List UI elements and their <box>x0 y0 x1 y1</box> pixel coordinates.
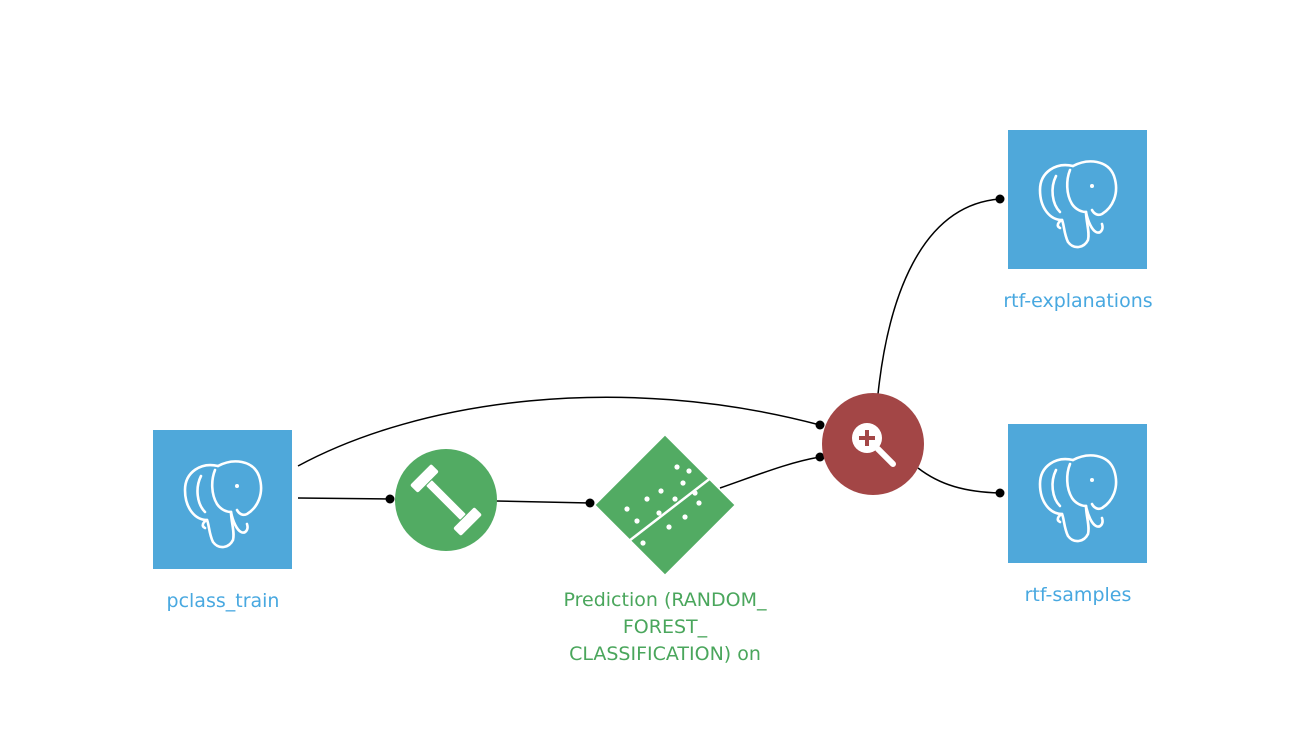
dataset-node-rtf-samples[interactable] <box>1008 424 1147 563</box>
zoom-in-icon <box>852 423 896 467</box>
dataset-label-rtf-samples: rtf-samples <box>1024 584 1132 606</box>
endpoint-dot <box>385 494 395 504</box>
edge-pclass-train-to-explain <box>297 396 821 467</box>
model-diamond <box>595 435 735 575</box>
edge-explain-to-rtf-samples <box>917 467 1001 494</box>
dumbbell-icon <box>410 464 482 536</box>
model-label-prediction: Prediction (RANDOM_ FOREST_ CLASSIFICATI… <box>515 587 815 668</box>
edge-pclass-train-to-train-recipe <box>297 497 391 500</box>
edge-endpoints <box>385 194 1005 508</box>
prediction-model-node[interactable] <box>595 435 735 575</box>
model-label-line: FOREST_ <box>622 616 708 638</box>
model-label-line: CLASSIFICATION) on <box>569 643 761 665</box>
explain-recipe-node[interactable] <box>822 393 924 495</box>
edge-prediction-to-explain <box>719 456 821 489</box>
dataset-node-pclass-train[interactable] <box>153 430 292 569</box>
dataset-label-rtf-explanations: rtf-explanations <box>1003 290 1153 312</box>
flow-edges <box>297 198 1001 504</box>
edge-train-recipe-to-prediction <box>495 500 591 504</box>
dataset-label-pclass-train: pclass_train <box>166 590 280 612</box>
endpoint-dot <box>995 194 1005 204</box>
endpoint-dot <box>585 498 595 508</box>
endpoint-dot <box>815 452 825 462</box>
endpoint-dot <box>995 488 1005 498</box>
model-label-line: Prediction (RANDOM_ <box>563 589 767 611</box>
endpoint-dot <box>815 420 825 430</box>
dataset-node-rtf-explanations[interactable] <box>1008 130 1147 269</box>
edge-explain-to-rtf-explanations <box>877 198 1001 395</box>
train-recipe-node[interactable] <box>395 449 497 551</box>
model-diamond-icon <box>624 464 713 546</box>
